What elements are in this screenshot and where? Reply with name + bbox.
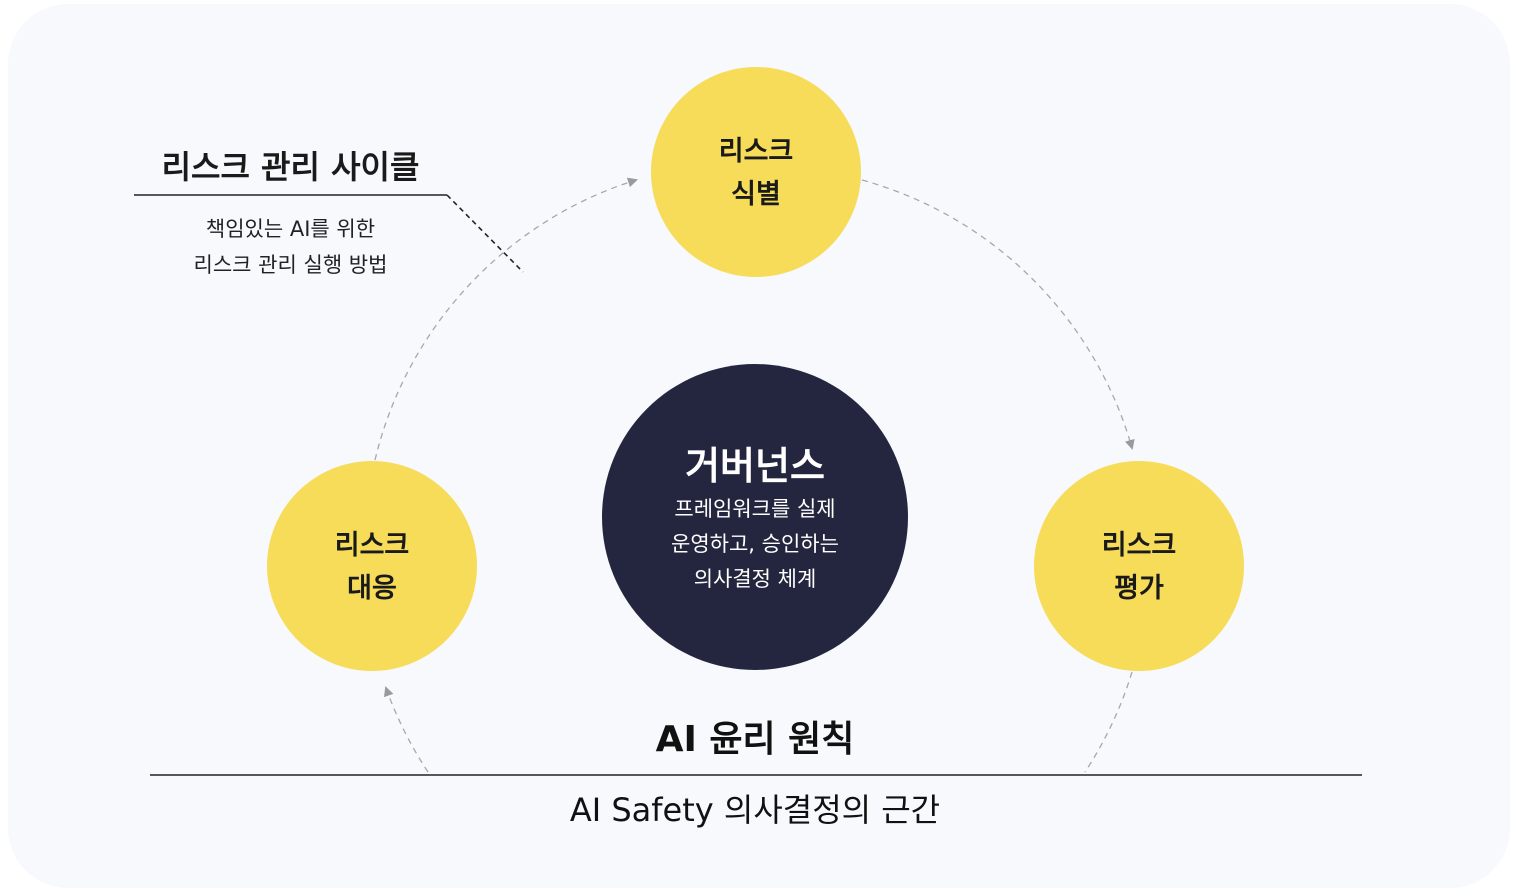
node-assess: 리스크 평가 — [1034, 524, 1244, 610]
arrow-respond-to-identify — [374, 177, 638, 461]
cycle-subtitle-2: 리스크 관리 실행 방법 — [193, 253, 388, 277]
governance-title: 거버넌스 — [685, 444, 825, 488]
arrow-identify-to-assess — [861, 179, 1135, 450]
governance-line2: 운영하고, 승인하는 — [671, 532, 839, 556]
foundation-subtitle: AI Safety 의사결정의 근간 — [569, 791, 941, 829]
cycle-subtitle-1: 책임있는 AI를 위한 — [205, 217, 376, 241]
node-assess-line2: 평가 — [1114, 573, 1164, 604]
governance-line1: 프레임워크를 실제 — [674, 497, 836, 521]
node-identify-line2: 식별 — [731, 179, 781, 210]
node-identify-circle — [651, 67, 861, 277]
node-assess-line1: 리스크 — [1101, 530, 1177, 561]
node-identify: 리스크 식별 — [651, 130, 861, 216]
node-respond-line1: 리스크 — [334, 530, 410, 561]
node-respond-circle — [267, 461, 477, 671]
governance-circle — [602, 364, 908, 670]
node-identify-line1: 리스크 — [718, 136, 794, 167]
foundation-title: AI 윤리 원칙 — [655, 719, 855, 760]
leader-line — [446, 194, 524, 273]
governance-line3: 의사결정 체계 — [693, 567, 817, 591]
cycle-title: 리스크 관리 사이클 — [161, 148, 420, 186]
governance: 거버넌스 프레임워크를 실제 운영하고, 승인하는 의사결정 체계 — [605, 440, 905, 597]
node-respond: 리스크 대응 — [267, 524, 477, 610]
arc-assess-to-foundation — [1084, 671, 1133, 773]
node-assess-circle — [1034, 461, 1244, 671]
node-respond-line2: 대응 — [347, 573, 397, 604]
arrow-foundation-to-respond — [383, 686, 429, 773]
